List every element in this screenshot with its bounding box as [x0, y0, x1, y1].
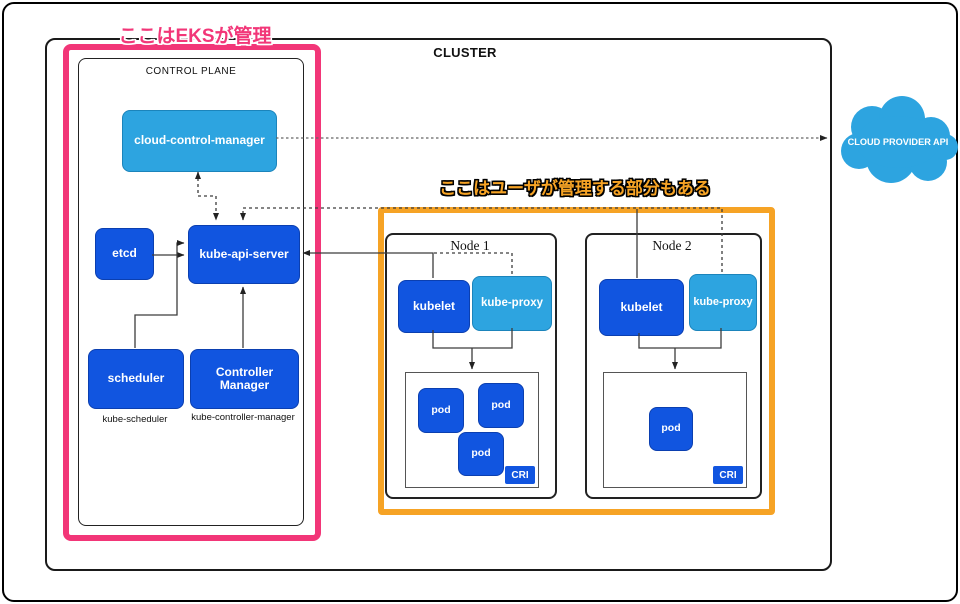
- scheduler-caption: kube-scheduler: [102, 414, 168, 425]
- node-1-pod-3: pod: [458, 432, 504, 476]
- controller-manager-caption: kube-controller-manager: [191, 412, 295, 423]
- node-1-label: Node 1: [450, 238, 490, 253]
- cloud-provider-api-shape: CLOUD PROVIDER API: [841, 96, 958, 183]
- node-1-kubelet: kubelet: [398, 280, 470, 333]
- node-1-kube-proxy: kube-proxy: [472, 276, 552, 331]
- node-2-kubelet: kubelet: [599, 279, 684, 336]
- node-2-label: Node 2: [652, 238, 692, 253]
- user-managed-annotation: ここはユーザが管理する部分もある: [439, 179, 711, 198]
- kube-api-server-node: kube-api-server: [188, 225, 300, 284]
- control-plane-label: CONTROL PLANE: [145, 66, 237, 77]
- scheduler-node: scheduler: [88, 349, 184, 409]
- node-2-pod-1: pod: [649, 407, 693, 451]
- cloud-control-manager-node: cloud-control-manager: [122, 110, 277, 172]
- node-2-kube-proxy: kube-proxy: [689, 274, 757, 331]
- cluster-label: CLUSTER: [433, 45, 497, 60]
- node-1-pod-2: pod: [478, 383, 524, 428]
- eks-managed-annotation: ここはEKSが管理: [118, 26, 272, 47]
- cloud-provider-api-label: CLOUD PROVIDER API: [848, 137, 949, 147]
- controller-manager-node: Controller Manager: [190, 349, 299, 409]
- etcd-node: etcd: [95, 228, 154, 280]
- node-1-cri-tag: CRI: [505, 466, 535, 484]
- node-1-pod-1: pod: [418, 388, 464, 433]
- eks-managed-boundary: [63, 44, 321, 541]
- node-2-cri-tag: CRI: [713, 466, 743, 484]
